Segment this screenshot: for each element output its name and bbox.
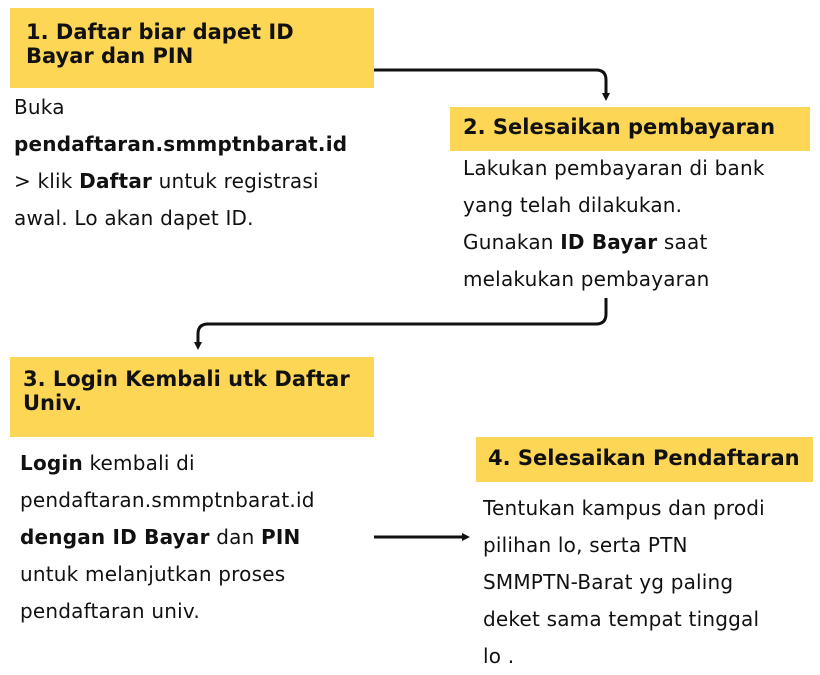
step2-id-bayar-bold: ID Bayar <box>560 230 658 254</box>
step2-description: Lakukan pembayaran di bank yang telah di… <box>463 150 765 298</box>
step4-description: Tentukan kampus dan prodi pilihan lo, se… <box>483 490 765 675</box>
step3-description: Login kembali di pendaftaran.smmptnbarat… <box>20 445 315 630</box>
step1-description: Buka pendaftaran.smmptnbarat.id > klik D… <box>14 89 347 237</box>
step4-title-box: 4. Selesaikan Pendaftaran <box>476 437 813 482</box>
step4-line3: SMMPTN-Barat yg paling <box>483 570 734 594</box>
step3-line3: dengan ID Bayar dan PIN <box>20 519 315 556</box>
step2-title-box: 2. Selesaikan pembayaran <box>450 107 810 151</box>
step1-line3-pre: > klik <box>14 169 80 193</box>
step3-url: pendaftaran.smmptnbarat.id <box>20 488 315 512</box>
step1-line3-post: untuk registrasi <box>152 169 319 193</box>
step1-daftar-bold: Daftar <box>79 169 153 193</box>
step1-title-line2: Bayar dan PIN <box>26 43 194 68</box>
step3-title-box: 3. Login Kembali utk Daftar Univ. <box>10 357 374 437</box>
step4-line5: lo . <box>483 644 515 668</box>
arrow-step2-to-step3 <box>194 298 608 350</box>
step4-title: 4. Selesaikan Pendaftaran <box>488 446 800 470</box>
step3-line4: untuk melanjutkan proses <box>20 562 286 586</box>
step3-line3-mid: dan <box>209 525 262 549</box>
step1-line4: awal. Lo akan dapet ID. <box>14 206 254 230</box>
step3-title-line2: Univ. <box>23 390 83 415</box>
step1-line3: > klik Daftar untuk registrasi <box>14 163 347 200</box>
step2-line3: Gunakan ID Bayar saat <box>463 224 765 261</box>
step4-line2: pilihan lo, serta PTN <box>483 533 688 557</box>
step3-line1-post: kembali di <box>82 451 195 475</box>
step1-url: pendaftaran.smmptnbarat.id <box>14 132 348 156</box>
step3-pin-bold: PIN <box>261 525 301 549</box>
step1-line1: Buka <box>14 95 65 119</box>
step3-id-bayar-bold: dengan ID Bayar <box>20 525 210 549</box>
step2-line3-pre: Gunakan <box>463 230 561 254</box>
step3-title-line1: 3. Login Kembali utk Daftar <box>23 367 350 391</box>
step4-line1: Tentukan kampus dan prodi <box>483 496 765 520</box>
arrow-step1-to-step2 <box>374 68 610 101</box>
step3-login-bold: Login <box>20 451 83 475</box>
step2-title: 2. Selesaikan pembayaran <box>463 115 776 139</box>
step3-line5: pendaftaran univ. <box>20 599 200 623</box>
step1-title-line1: 1. Daftar biar dapet ID <box>26 20 294 44</box>
step1-title-box: 1. Daftar biar dapet ID Bayar dan PIN <box>10 8 374 88</box>
step2-line3-post: saat <box>657 230 708 254</box>
step2-line4: melakukan pembayaran <box>463 267 710 291</box>
step2-line2: yang telah dilakukan. <box>463 193 683 217</box>
step4-line4: deket sama tempat tinggal <box>483 607 760 631</box>
step2-line1: Lakukan pembayaran di bank <box>463 156 765 180</box>
step3-line1: Login kembali di <box>20 445 315 482</box>
